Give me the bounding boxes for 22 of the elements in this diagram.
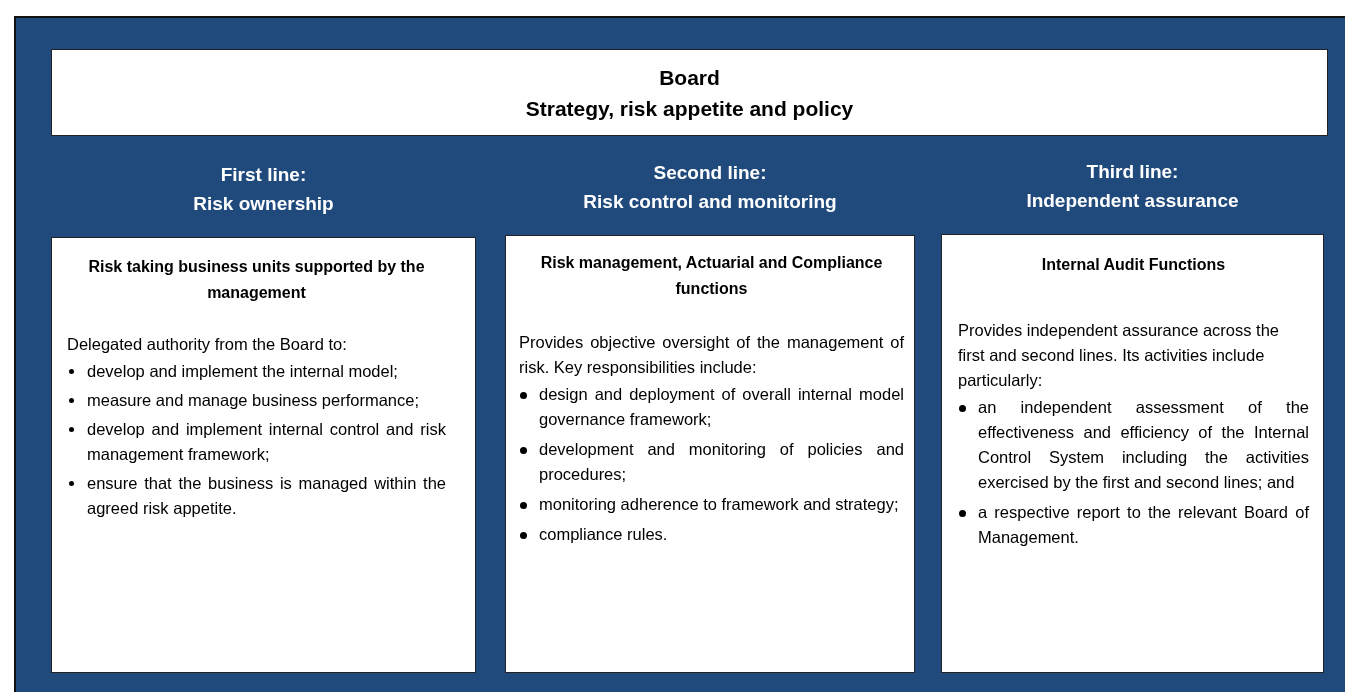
column-heading: Third line: Independent assurance: [1025, 160, 1240, 213]
column-heading: Second line: Risk control and monitoring: [582, 161, 838, 214]
bullet-item: design and deployment of overall internal model governance framework;: [519, 382, 904, 432]
box-title: Internal Audit Functions: [1040, 255, 1227, 275]
intro-text: Delegated authority from the Board to:: [67, 334, 348, 355]
column-heading: First line: Risk ownership: [192, 163, 335, 216]
bullet-item: develop and implement the internal model;: [67, 359, 446, 384]
bullet-item: compliance rules.: [519, 522, 904, 547]
board-heading: Board: [659, 64, 720, 91]
bullet-item: ensure that the business is managed within the agreed risk appetite.: [67, 471, 446, 521]
bullet-item: develop and implement internal control and risk management framework;: [67, 417, 446, 467]
intro-text: Provides objective oversight of the management of risk. Key responsibilities include:: [519, 332, 904, 378]
intro-text: Provides independent assurance across the first and second lines. Its activities include particularly:: [958, 320, 1281, 391]
bullet-item: development and monitoring of policies and procedures;: [519, 437, 904, 487]
box-title: Risk taking business units supported by the management: [87, 257, 426, 303]
background-panel: [14, 16, 1345, 692]
box-title: Risk management, Actuarial and Compliance functions: [539, 253, 884, 299]
bullet-item: measure and manage business performance;: [67, 388, 446, 413]
bullet-item: a respective report to the relevant Board of Management.: [958, 500, 1309, 550]
board-heading: Strategy, risk appetite and policy: [525, 95, 854, 122]
board-box: [51, 49, 1328, 136]
bullet-item: monitoring adherence to framework and strategy;: [519, 492, 904, 517]
